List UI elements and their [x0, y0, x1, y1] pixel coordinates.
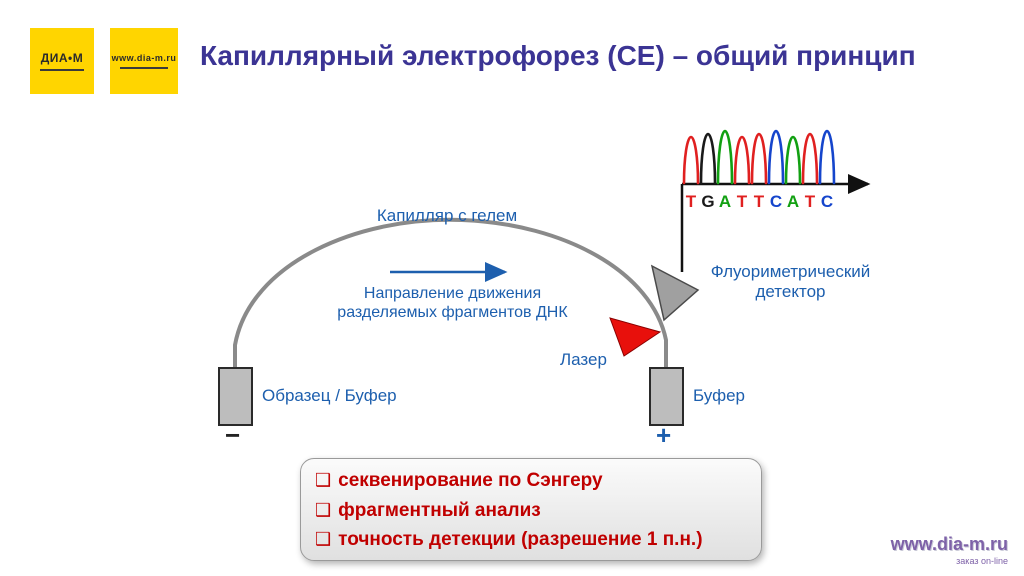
footer-tagline: заказ on-line — [956, 556, 1008, 566]
detector-label-line1: Флуориметрический — [710, 262, 871, 281]
chromatogram-peak — [682, 135, 700, 185]
sample-buffer-vessel — [218, 367, 253, 426]
cathode-minus-sign: − — [225, 420, 241, 450]
dna-base-letter: C — [770, 192, 782, 211]
laser-triangle — [609, 317, 662, 357]
logo-divider — [39, 69, 85, 71]
capillary-label: Капилляр с гелем — [376, 206, 518, 225]
chromatogram-peak — [801, 132, 819, 185]
dia-m-logo: ДИА•М — [30, 28, 94, 94]
logo-divider — [120, 67, 168, 69]
capillary-tube — [233, 217, 668, 412]
anode-plus-sign: + — [656, 420, 672, 450]
feature-item: ❑ фрагментный анализ — [315, 499, 761, 524]
dna-base-letter: T — [686, 192, 697, 211]
dna-base-letter: T — [805, 192, 816, 211]
dna-base-letter: T — [754, 192, 765, 211]
page-title: Капиллярный электрофорез (CE) – общий пр… — [200, 40, 916, 71]
direction-label-line2: разделяемых фрагментов ДНК — [337, 303, 568, 321]
buffer-vessel-label: Буфер — [693, 386, 745, 405]
dna-base-letter: A — [787, 192, 799, 211]
dia-m-url-logo: www.dia-m.ru — [110, 28, 178, 94]
feature-text: точность детекции (разрешение 1 п.н.) — [338, 529, 703, 551]
chromatogram-peak — [699, 132, 717, 185]
chromatogram-peak — [767, 129, 785, 185]
direction-label-line1: Направление движения — [363, 285, 542, 302]
chromatogram-peak — [733, 135, 751, 185]
footer-site-url: www.dia-m.ru — [890, 534, 1008, 554]
feature-text: секвенирование по Сэнгеру — [338, 470, 603, 491]
checkbox-bullet-icon: ❑ — [315, 529, 332, 550]
dna-base-letter: T — [737, 192, 748, 211]
checkbox-bullet-icon: ❑ — [315, 499, 332, 520]
dna-base-letter: C — [821, 192, 833, 211]
chromatogram-peak — [750, 132, 768, 185]
chromatogram-peaks — [682, 129, 836, 185]
dia-m-logo-text: ДИА•М — [40, 51, 84, 65]
checkbox-bullet-icon: ❑ — [315, 470, 332, 490]
dna-base-letter: A — [719, 192, 731, 211]
detector-funnel — [650, 264, 700, 322]
sample-vessel-label: Образец / Буфер — [262, 386, 397, 405]
chromatogram-peak — [784, 135, 802, 185]
laser-label: Лазер — [560, 350, 607, 369]
feature-item: ❑ точность детекции (разрешение 1 п.н.) — [315, 528, 761, 553]
detector-label: Флуориметрический детектор — [698, 262, 883, 302]
buffer-vessel — [649, 367, 684, 426]
detector-label-line2: детектор — [755, 282, 826, 302]
dia-m-url-logo-text: www.dia-m.ru — [111, 53, 177, 63]
chromatogram-peak — [716, 129, 734, 185]
footer-watermark: www.dia-m.ru заказ on-line — [891, 534, 1008, 566]
feature-text: фрагментный анализ — [338, 499, 541, 521]
direction-label: Направление движения разделяемых фрагмен… — [330, 285, 575, 323]
dna-base-letter: G — [701, 192, 714, 211]
features-box: ❑ секвенирование по Сэнгеру ❑ фрагментны… — [300, 458, 762, 561]
feature-item: ❑ секвенирование по Сэнгеру — [315, 469, 761, 494]
chromatogram-peak — [818, 129, 836, 185]
